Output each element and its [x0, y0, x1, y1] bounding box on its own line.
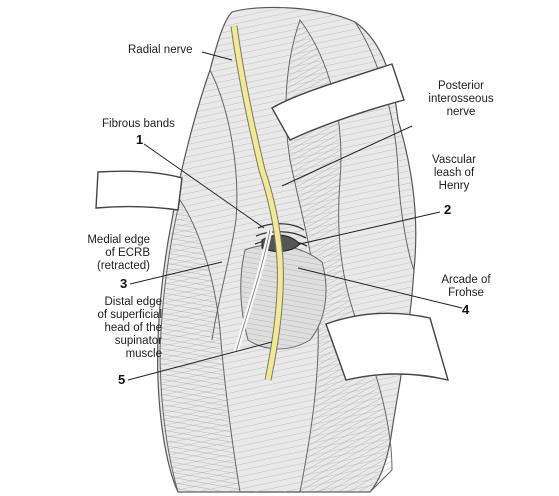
number-1: 1 [136, 132, 144, 147]
left-muscle [159, 198, 241, 493]
number-2: 2 [444, 202, 452, 217]
retractor-top [271, 63, 405, 141]
label-vascular-leash: Vascular leash of Henry [432, 154, 476, 192]
label-arcade-of-frohse: Arcade of Frohse [441, 274, 491, 299]
leader-lines [127, 51, 463, 381]
label-medial-edge-ecrb: Medial edge of ECRB (retracted) [87, 234, 150, 272]
number-3: 3 [120, 276, 128, 291]
retractor-right [325, 312, 450, 381]
label-fibrous-bands: Fibrous bands [102, 118, 175, 130]
number-5: 5 [118, 372, 126, 387]
retractor-left [95, 170, 183, 211]
label-radial-nerve: Radial nerve [128, 44, 193, 56]
label-posterior-interosseous-nerve: Posterior interosseous nerve [428, 80, 494, 118]
number-4: 4 [462, 302, 470, 317]
label-distal-edge-supinator: Distal edge of superficial head of the s… [97, 296, 162, 360]
